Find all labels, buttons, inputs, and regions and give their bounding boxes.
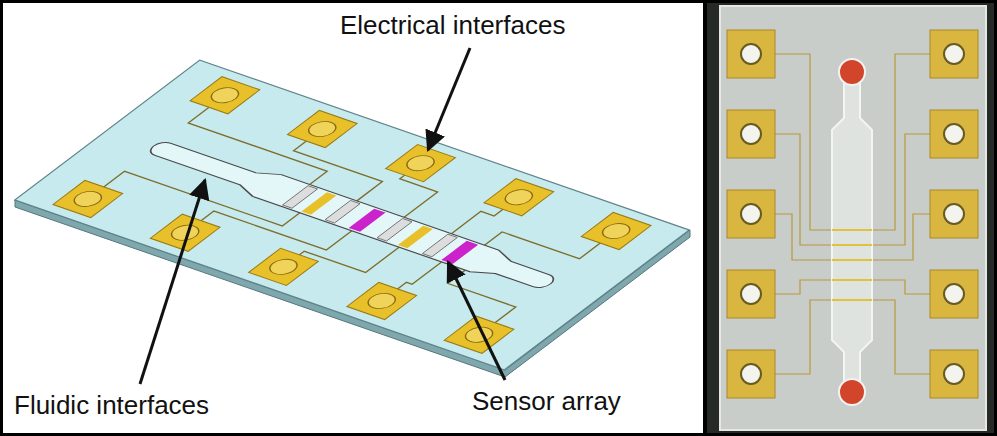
callout-label: Electrical interfaces bbox=[338, 10, 567, 40]
callout-label: Sensor array bbox=[470, 386, 623, 416]
callout-label: Fluidic interfaces bbox=[12, 390, 211, 420]
